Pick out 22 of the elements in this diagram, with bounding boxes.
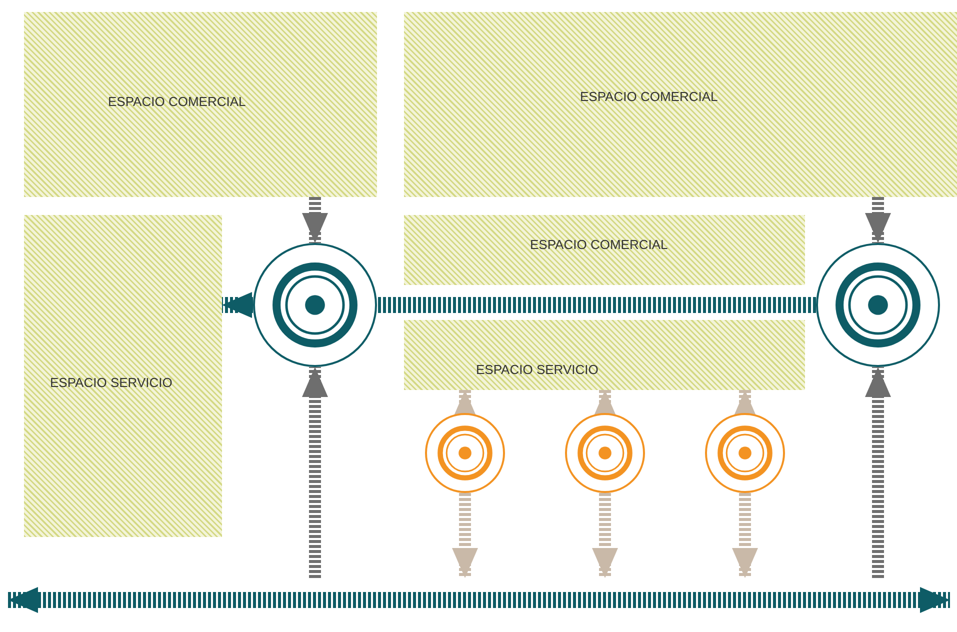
arrow (732, 493, 758, 578)
hatched-zone (24, 12, 377, 197)
target-icon (565, 413, 645, 493)
arrow (302, 367, 328, 578)
arrow (865, 367, 891, 578)
zone-label: ESPACIO SERVICIO (476, 362, 598, 377)
zone-label: ESPACIO SERVICIO (50, 375, 172, 390)
zone-label: ESPACIO COMERCIAL (580, 89, 718, 104)
hatched-zone (404, 12, 957, 197)
zone-label: ESPACIO COMERCIAL (108, 94, 246, 109)
hatched-zone (404, 215, 805, 285)
target-icon (425, 413, 505, 493)
arrow (865, 197, 891, 243)
target-icon (253, 243, 377, 367)
hatched-zone (404, 320, 805, 390)
hatched-zone (24, 215, 222, 537)
arrow (592, 493, 618, 578)
zone-label: ESPACIO COMERCIAL (530, 237, 668, 252)
arrow (302, 197, 328, 243)
arrow (452, 493, 478, 578)
target-icon (705, 413, 785, 493)
target-icon (816, 243, 940, 367)
